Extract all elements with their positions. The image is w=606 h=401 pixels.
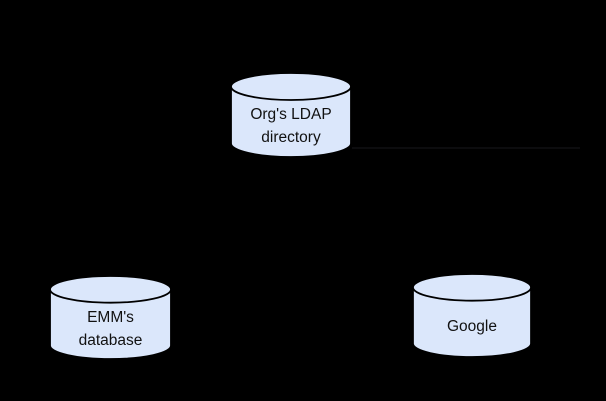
node-label-line: directory bbox=[261, 129, 321, 146]
node-label: EMM's database bbox=[51, 301, 170, 356]
cylinder-body-shape bbox=[49, 289, 172, 360]
cylinder-top-shape bbox=[49, 275, 172, 304]
node-label: Org's LDAP directory bbox=[232, 98, 350, 154]
node-google: Google bbox=[412, 273, 532, 358]
node-org-ldap-directory: Org's LDAP directory bbox=[230, 72, 352, 158]
cylinder-top-shape bbox=[230, 72, 352, 101]
node-label: Google bbox=[414, 299, 530, 354]
cylinder-body-shape bbox=[412, 287, 532, 358]
node-emm-database: EMM's database bbox=[49, 275, 172, 360]
node-label-line: EMM's bbox=[87, 308, 134, 326]
cylinder-top-shape bbox=[412, 273, 532, 302]
database-cylinder-icon bbox=[412, 273, 532, 358]
node-label-line: Org's LDAP bbox=[250, 106, 332, 123]
database-cylinder-icon bbox=[49, 275, 172, 360]
node-label-line: Google bbox=[447, 318, 497, 335]
database-cylinder-icon bbox=[230, 72, 352, 158]
cylinder-body-shape bbox=[230, 86, 352, 158]
node-label-line: database bbox=[78, 331, 143, 349]
faint-horizontal-line bbox=[352, 147, 580, 149]
